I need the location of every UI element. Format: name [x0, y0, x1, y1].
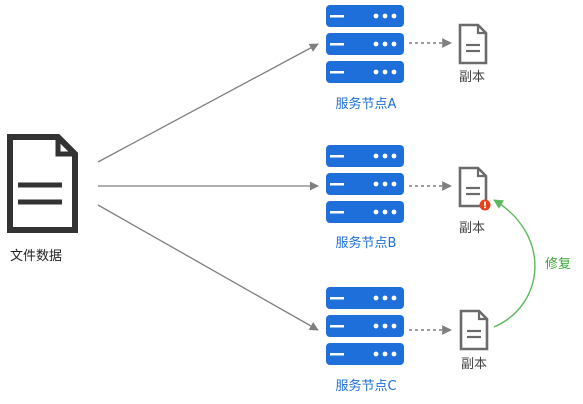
copy-label-c: 副本	[460, 357, 487, 372]
server-icon-node-b	[326, 145, 404, 223]
arrow-to-node-c	[97, 204, 319, 331]
document-icon	[7, 134, 78, 233]
server-icon-node-a	[326, 5, 404, 83]
repair-arrow	[493, 199, 536, 328]
source-label: 文件数据	[10, 249, 63, 264]
server-icon-node-c	[326, 287, 404, 365]
repair-label: 修复	[545, 257, 572, 272]
copy-document-icon-c	[459, 309, 489, 351]
error-badge-icon	[479, 199, 491, 211]
arrow-to-node-a	[97, 43, 319, 163]
node-a-label: 服务节点A	[335, 97, 397, 112]
node-c-label: 服务节点C	[335, 379, 397, 394]
copy-label-b: 副本	[458, 221, 485, 236]
copy-document-icon-a	[458, 23, 488, 65]
node-b-label: 服务节点B	[335, 236, 397, 251]
copy-label-a: 副本	[458, 70, 485, 85]
copy-document-icon-b	[458, 166, 488, 208]
